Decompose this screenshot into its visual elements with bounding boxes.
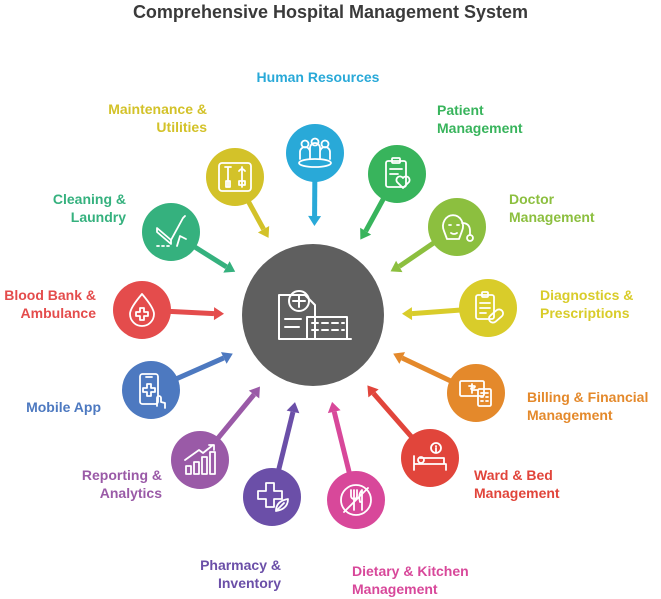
doctor-management-label-line: Doctor: [509, 191, 555, 207]
maintenance-utilities-label: Maintenance & Utilities: [103, 100, 207, 136]
pharmacy-inventory-node: [243, 468, 301, 526]
diagnostics-prescriptions-label: Diagnostics & Prescriptions: [540, 286, 633, 322]
human-resources-node: [286, 124, 344, 182]
diagnostics-prescriptions-node: [459, 279, 517, 337]
reporting-analytics-label-line: Reporting &: [81, 467, 162, 483]
diagram-title: Comprehensive Hospital Management System: [132, 2, 529, 22]
mobile-app-label: Mobile App: [21, 398, 101, 416]
pharmacy-inventory-label-line: Pharmacy &: [200, 557, 281, 573]
doctor-management-label-line: Management: [509, 209, 595, 225]
cleaning-laundry-node: [142, 203, 200, 261]
human-resources-label: Human Resources: [228, 68, 408, 86]
pharmacy-inventory-label-line: Inventory: [217, 575, 281, 591]
ward-bed-label-line: Ward & Bed: [474, 467, 553, 483]
ward-bed-label-line: Management: [474, 485, 560, 501]
mobile-app-label-line: Mobile App: [26, 399, 101, 415]
patient-management-label-line: Management: [437, 120, 523, 136]
patient-management-node: [368, 145, 426, 203]
hospital-building-icon: [278, 290, 352, 340]
mobile-app-node: [122, 361, 180, 419]
center-hub: [242, 244, 384, 386]
dietary-kitchen-label-line: Dietary & Kitchen: [352, 563, 469, 579]
diagnostics-prescriptions-label-line: Diagnostics &: [540, 287, 634, 303]
cleaning-laundry-label: Cleaning & Laundry: [48, 190, 126, 226]
ward-bed-node: [401, 429, 459, 487]
pharmacy-inventory-label: Pharmacy & Inventory: [195, 556, 281, 592]
cleaning-laundry-label-line: Cleaning &: [52, 191, 126, 207]
maintenance-utilities-node: [206, 148, 264, 206]
billing-financial-label-line: Billing & Financial: [527, 389, 649, 405]
dietary-kitchen-label-line: Management: [352, 581, 438, 597]
cleaning-laundry-label-line: Laundry: [70, 209, 126, 225]
reporting-analytics-node: [171, 431, 229, 489]
blood-bank-ambulance-label-line: Blood Bank &: [4, 287, 96, 303]
human-resources-label-line: Human Resources: [256, 69, 380, 85]
blood-bank-ambulance-label-line: Ambulance: [20, 305, 96, 321]
maintenance-utilities-label-line: Utilities: [156, 119, 207, 135]
blood-bank-ambulance-label: Blood Bank & Ambulance: [0, 286, 96, 322]
diagnostics-prescriptions-label-line: Prescriptions: [540, 305, 630, 321]
dietary-kitchen-node: [327, 471, 385, 529]
module-circles: [113, 124, 517, 529]
billing-financial-label-line: Management: [527, 407, 613, 423]
reporting-analytics-label-line: Analytics: [99, 485, 162, 501]
blood-bank-ambulance-node: [113, 281, 171, 339]
doctor-management-node: [428, 198, 486, 256]
patient-management-label-line: Patient: [437, 102, 484, 118]
reporting-analytics-label: Reporting & Analytics: [76, 466, 162, 502]
billing-financial-node: [447, 364, 505, 422]
maintenance-utilities-label-line: Maintenance &: [108, 101, 207, 117]
